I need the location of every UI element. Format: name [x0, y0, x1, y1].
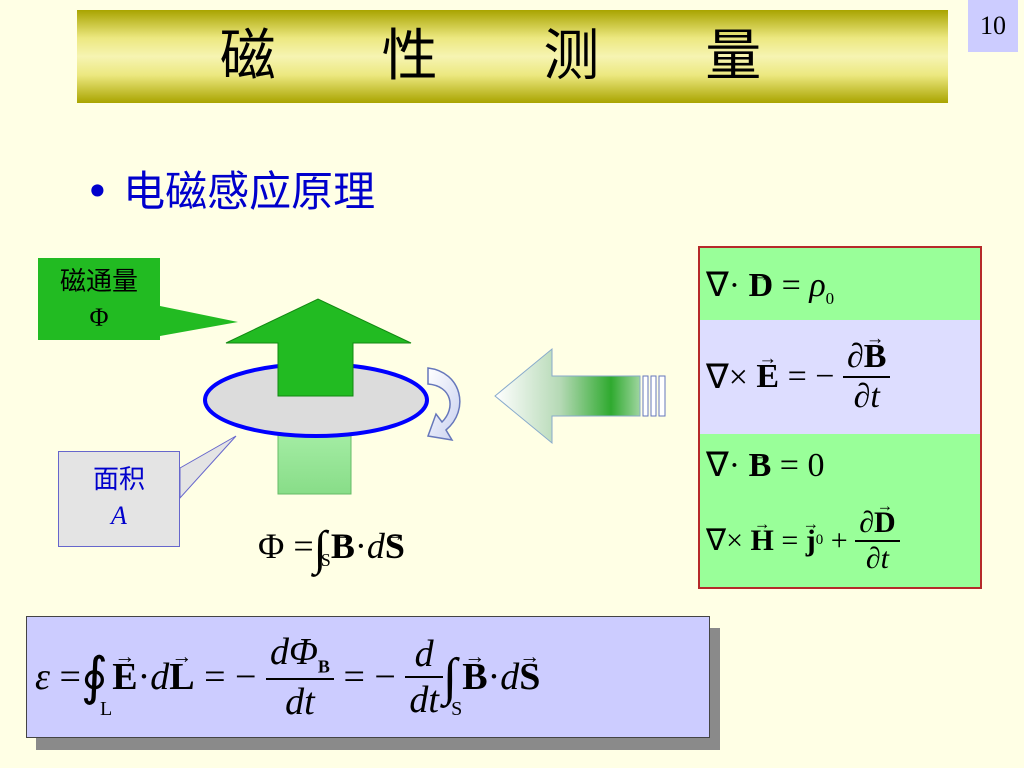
slide-title: 磁 性 测 量 — [219, 24, 806, 89]
area-callout-pointer — [179, 435, 237, 500]
vector-b: B — [749, 434, 772, 498]
integral-sign: ∫ — [313, 522, 327, 575]
flux-label: 磁通量 Φ — [38, 258, 160, 340]
vector-d: D — [749, 248, 774, 324]
faraday-law-row: ∇× E = − ∂B ∂t — [700, 320, 980, 434]
vector-b: B — [864, 338, 887, 376]
equals-sign: = — [59, 656, 81, 698]
area-label-name: 面积 — [92, 465, 145, 495]
vector-b: B — [331, 522, 355, 570]
zero-value: 0 — [807, 447, 825, 484]
dbdt-fraction: ∂B ∂t — [842, 338, 891, 416]
page-number: 10 — [968, 0, 1018, 52]
maxwell-equations-box: ∇· D = ρ0 ∇× E = − ∂B ∂t ∇· B = 0 ∇× H =… — [698, 246, 982, 589]
differential-d: d — [500, 656, 520, 698]
d-dt-fraction: d dt — [405, 632, 443, 722]
title-bar: 磁 性 测 量 — [77, 10, 948, 103]
dt: dt — [409, 679, 439, 721]
integral-subscript: S — [320, 550, 331, 571]
dot-operator: · — [354, 526, 367, 566]
vector-d: D — [874, 506, 896, 540]
phi-subscript: B — [317, 656, 330, 677]
equals-minus: = − — [787, 358, 835, 395]
rotation-arrow — [426, 367, 461, 442]
vector-j: j — [806, 524, 816, 558]
differential-d: d — [150, 656, 170, 698]
dot-operator: · — [137, 656, 151, 698]
d-phi: dΦ — [269, 631, 318, 674]
dphi-dt-fraction: dΦB dt — [265, 630, 334, 724]
integral-sign: ∫ — [442, 648, 458, 706]
vector-s: S — [519, 655, 540, 699]
d-operator: d — [405, 632, 443, 678]
equals-sign: = — [781, 267, 801, 304]
rho-symbol: ρ — [809, 267, 826, 304]
dddt-fraction: ∂D ∂t — [855, 506, 900, 576]
equals-sign: = — [293, 526, 314, 566]
partial-symbol: ∂ — [846, 338, 864, 375]
field-arrow-stripe — [642, 375, 649, 417]
vector-b: B — [462, 655, 487, 699]
partial-symbol: ∂ — [859, 505, 875, 539]
vector-l: L — [169, 655, 194, 699]
partial-t: ∂t — [865, 541, 890, 575]
area-label: 面积 A — [58, 451, 180, 547]
ampere-law-row: ∇× H = j0 + ∂D ∂t — [700, 494, 980, 587]
dot-operator: · — [487, 656, 501, 698]
flux-formula: Φ =∫SB·dS — [258, 522, 405, 584]
field-arrow — [494, 347, 641, 445]
flux-symbol: Φ — [258, 526, 285, 566]
field-arrow-stripe — [650, 375, 657, 417]
flux-arrow-upper — [225, 298, 412, 397]
nabla-cross: ∇× — [706, 524, 743, 557]
contour-integral-sign: ∮ — [80, 649, 109, 706]
equals-minus: = − — [343, 656, 396, 698]
differential-d: d — [366, 526, 385, 566]
vector-e: E — [756, 358, 779, 396]
partial-t: ∂t — [853, 378, 880, 415]
emf-symbol: ε — [35, 656, 50, 698]
equals-minus: = − — [204, 656, 257, 698]
flux-label-symbol: Φ — [89, 303, 109, 332]
nabla-cross: ∇× — [706, 359, 748, 396]
faraday-law-box: ε = ∮L E · dL = − dΦB dt = − d dt ∫S B ·… — [26, 616, 710, 738]
plus-sign: + — [830, 523, 848, 557]
nabla-dot: ∇· — [706, 267, 741, 304]
equals-sign: = — [781, 523, 799, 557]
j-subscript: 0 — [815, 532, 824, 548]
vector-e: E — [112, 655, 137, 699]
flux-label-name: 磁通量 — [59, 267, 138, 297]
field-arrow-stripe — [658, 375, 666, 417]
equals-sign: = — [779, 447, 799, 484]
flux-callout-pointer — [160, 306, 238, 336]
gauss-law-row: ∇· D = ρ0 — [700, 248, 980, 320]
integral-subscript: S — [451, 698, 463, 720]
faraday-formula: ε = ∮L E · dL = − dΦB dt = − d dt ∫S B ·… — [35, 617, 540, 737]
vector-s: S — [385, 522, 405, 570]
contour-subscript: L — [100, 698, 113, 720]
nabla-dot: ∇· — [706, 447, 741, 484]
bullet-item: • 电磁感应原理 — [85, 167, 376, 216]
rho-subscript: 0 — [825, 288, 835, 308]
magnetic-gauss-row: ∇· B = 0 — [700, 434, 980, 494]
vector-h: H — [751, 524, 774, 558]
dt: dt — [285, 680, 315, 723]
area-label-symbol: A — [111, 501, 127, 530]
